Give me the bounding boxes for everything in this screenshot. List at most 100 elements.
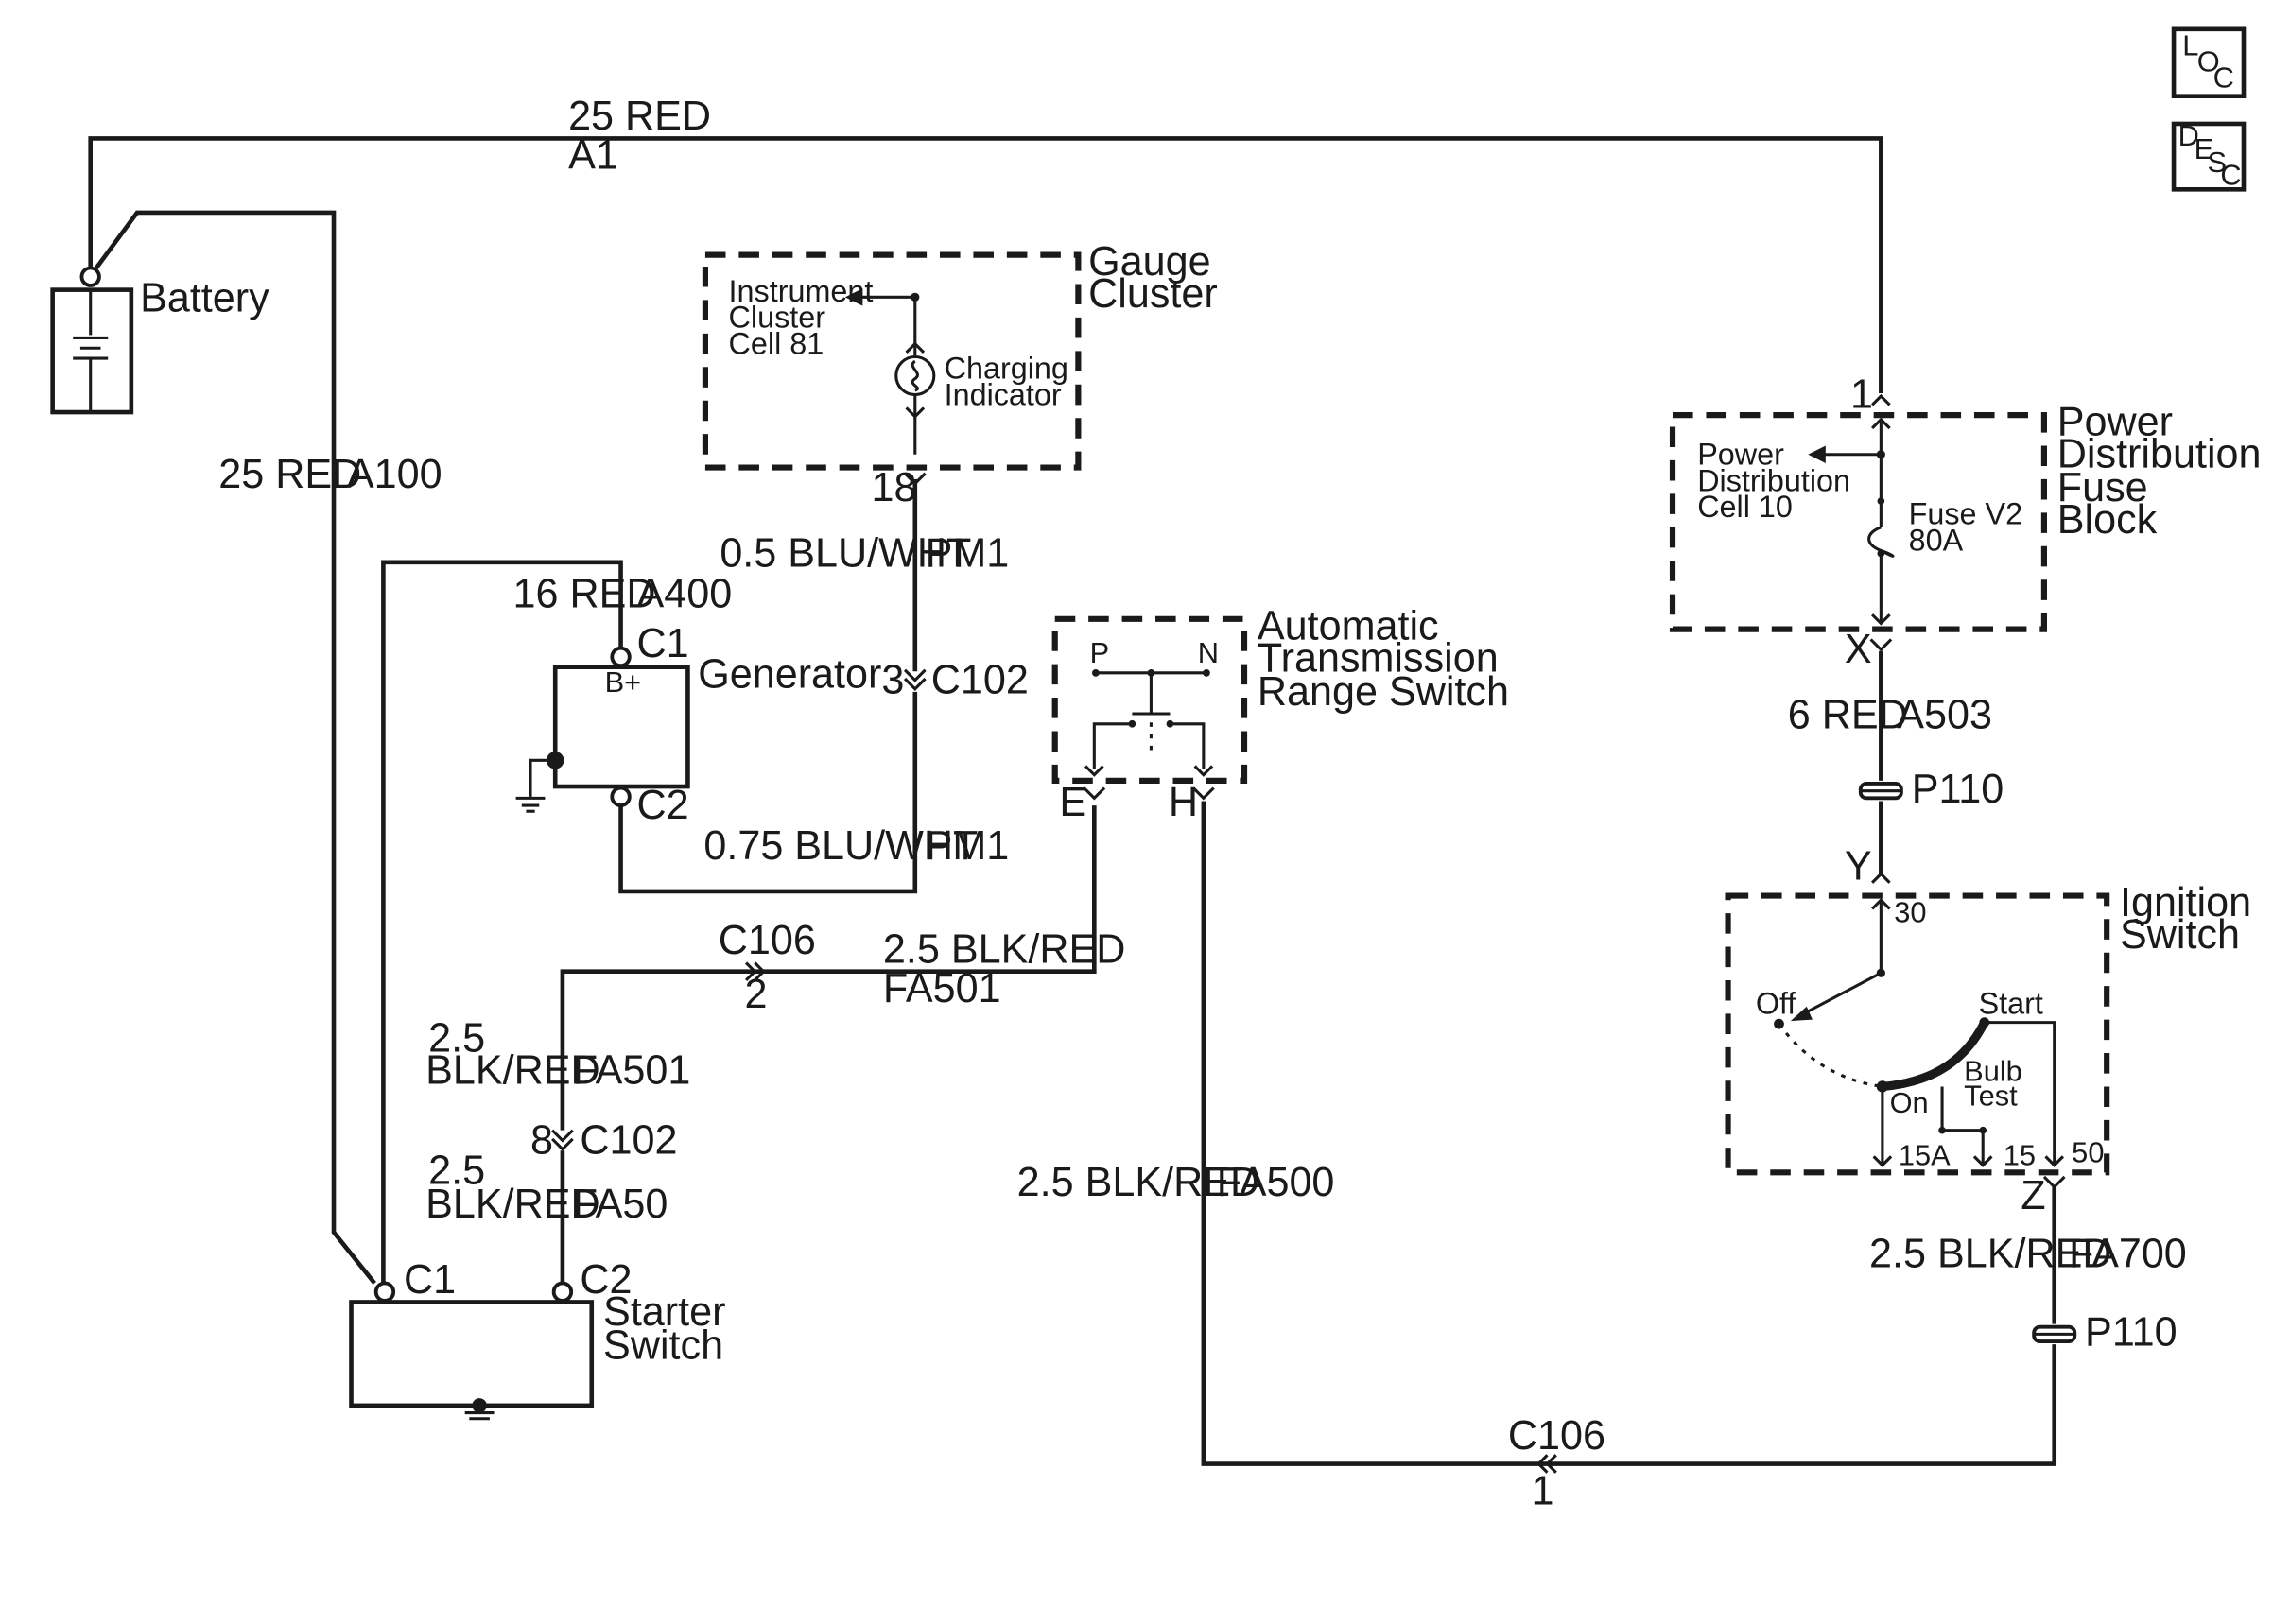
svg-text:PM1: PM1 [926, 823, 1010, 869]
svg-text:A100: A100 [347, 452, 442, 497]
wire-a503: 6 RED A503 [1788, 650, 1992, 874]
svg-text:C1: C1 [404, 1257, 456, 1303]
svg-text:FA501: FA501 [883, 966, 1001, 1011]
svg-text:C106: C106 [1508, 1413, 1605, 1459]
desc-icon[interactable]: D E S C [2171, 119, 2247, 192]
svg-text:FA500: FA500 [1217, 1160, 1335, 1205]
svg-text:FA501: FA501 [573, 1047, 691, 1093]
svg-text:A1: A1 [568, 133, 618, 179]
svg-text:C: C [2213, 60, 2234, 94]
svg-text:2.5: 2.5 [428, 1149, 485, 1194]
svg-text:P110: P110 [1912, 767, 2004, 812]
svg-text:15: 15 [2004, 1139, 2036, 1172]
svg-text:3: 3 [881, 657, 904, 702]
svg-text:H: H [1169, 780, 1198, 825]
generator: C1 B+ C2 Generator [515, 621, 881, 828]
power-distribution-fuse-block: 1 Power Distribution Fuse Block Power Di… [1669, 371, 2262, 672]
svg-text:Switch: Switch [603, 1323, 723, 1369]
svg-text:Cluster: Cluster [729, 301, 826, 335]
svg-text:Distribution: Distribution [1697, 463, 1850, 497]
svg-text:6 RED: 6 RED [1788, 692, 1908, 737]
svg-text:Bulb: Bulb [1964, 1054, 2022, 1087]
svg-text:N: N [1198, 636, 1219, 669]
svg-text:E: E [2195, 132, 2214, 165]
svg-text:C102: C102 [931, 657, 1029, 702]
svg-text:Generator: Generator [698, 651, 881, 697]
svg-text:D: D [2178, 119, 2199, 152]
wire-fa500: C106 1 2.5 BLK/RED FA500 2.5 BLK/RED FA7… [1017, 801, 2187, 1514]
connector-c102-upper: 3 C102 [881, 657, 1028, 702]
svg-text:50: 50 [2072, 1136, 2104, 1169]
svg-text:2.5 BLK/RED: 2.5 BLK/RED [1869, 1232, 2111, 1277]
wire-fa501: C106 2 2.5 BLK/RED FA501 2.5 BLK/RED FA5… [425, 805, 1125, 1282]
svg-text:P110: P110 [2085, 1310, 2178, 1356]
svg-text:B+: B+ [605, 665, 642, 699]
svg-text:BLK/RED: BLK/RED [425, 1182, 600, 1227]
battery: Battery [50, 266, 269, 415]
svg-text:BLK/RED: BLK/RED [425, 1047, 600, 1093]
svg-text:Cell 81: Cell 81 [729, 326, 824, 360]
svg-text:Gauge: Gauge [1088, 239, 1210, 285]
wire-a100: 25 RED A100 [95, 210, 442, 1285]
svg-text:C1: C1 [637, 621, 689, 666]
svg-text:O: O [2197, 44, 2220, 78]
svg-text:Start: Start [1979, 986, 2043, 1020]
connector-c102-lower: 8 C102 2.5 BLK/RED FA50 [425, 1117, 677, 1227]
svg-text:25 RED: 25 RED [568, 94, 711, 139]
svg-text:2.5 BLK/RED: 2.5 BLK/RED [1017, 1160, 1259, 1205]
svg-text:Off: Off [1756, 986, 1797, 1020]
svg-text:1: 1 [1532, 1469, 1554, 1514]
connector-p110-lower: P110 [2032, 1310, 2178, 1356]
svg-text:15A: 15A [1899, 1139, 1951, 1172]
svg-text:Indicator: Indicator [945, 377, 1062, 411]
svg-text:18: 18 [872, 465, 917, 510]
svg-text:Y: Y [1845, 844, 1872, 890]
svg-text:PM1: PM1 [926, 530, 1010, 576]
svg-text:Z: Z [2021, 1173, 2045, 1218]
svg-text:E: E [1059, 780, 1086, 825]
svg-text:Fuse V2: Fuse V2 [1909, 497, 2022, 531]
svg-text:25 RED: 25 RED [218, 452, 361, 497]
svg-text:Block: Block [2057, 497, 2158, 543]
svg-text:C2: C2 [580, 1257, 632, 1303]
wire-pm1: 0.5 BLU/WHT PM1 0.75 BLU/WHT PM1 [618, 478, 1010, 894]
svg-text:Test: Test [1964, 1079, 2018, 1112]
svg-text:FA50: FA50 [573, 1182, 668, 1227]
svg-text:16 RED: 16 RED [513, 572, 656, 617]
trans-range-switch: Automatic Transmission Range Switch P N … [1051, 603, 1509, 825]
wire-a1: 25 RED A1 [88, 94, 1883, 394]
svg-text:80A: 80A [1909, 523, 1964, 557]
ignition-switch: Y Ignition Switch 30 Off Start On Bulb T… [1725, 844, 2251, 1218]
svg-text:Power: Power [1697, 438, 1784, 472]
svg-text:X: X [1845, 627, 1872, 672]
svg-text:2.5: 2.5 [428, 1015, 485, 1061]
svg-text:Charging: Charging [945, 352, 1068, 386]
svg-text:A400: A400 [637, 572, 733, 617]
svg-text:L: L [2182, 29, 2198, 62]
svg-text:Range Switch: Range Switch [1258, 669, 1509, 715]
svg-text:Transmission: Transmission [1258, 635, 1499, 681]
svg-text:Power: Power [2057, 400, 2173, 445]
svg-text:FA700: FA700 [2069, 1232, 2187, 1277]
svg-text:0.75 BLU/WHT: 0.75 BLU/WHT [703, 823, 978, 869]
svg-text:P: P [1090, 636, 1110, 669]
loc-icon[interactable]: L O C [2171, 26, 2247, 99]
svg-text:C2: C2 [637, 783, 689, 828]
svg-text:A503: A503 [1897, 692, 1992, 737]
gauge-cluster: Gauge Cluster Instrument Cluster Cell 81… [702, 239, 1218, 510]
svg-text:2: 2 [745, 972, 768, 1017]
svg-text:2.5 BLK/RED: 2.5 BLK/RED [883, 926, 1125, 972]
svg-text:Switch: Switch [2120, 912, 2240, 958]
svg-text:C: C [2220, 159, 2241, 192]
svg-text:C106: C106 [719, 918, 816, 963]
svg-text:On: On [1890, 1086, 1929, 1119]
svg-text:C102: C102 [580, 1117, 677, 1163]
svg-text:Cluster: Cluster [1088, 271, 1218, 317]
starter-switch: C1 C2 Starter Switch [349, 1257, 725, 1421]
svg-text:Fuse: Fuse [2057, 465, 2148, 510]
battery-label: Battery [140, 276, 269, 321]
svg-text:Ignition: Ignition [2120, 880, 2251, 925]
svg-text:Starter: Starter [603, 1289, 725, 1335]
svg-text:1: 1 [1850, 371, 1873, 417]
